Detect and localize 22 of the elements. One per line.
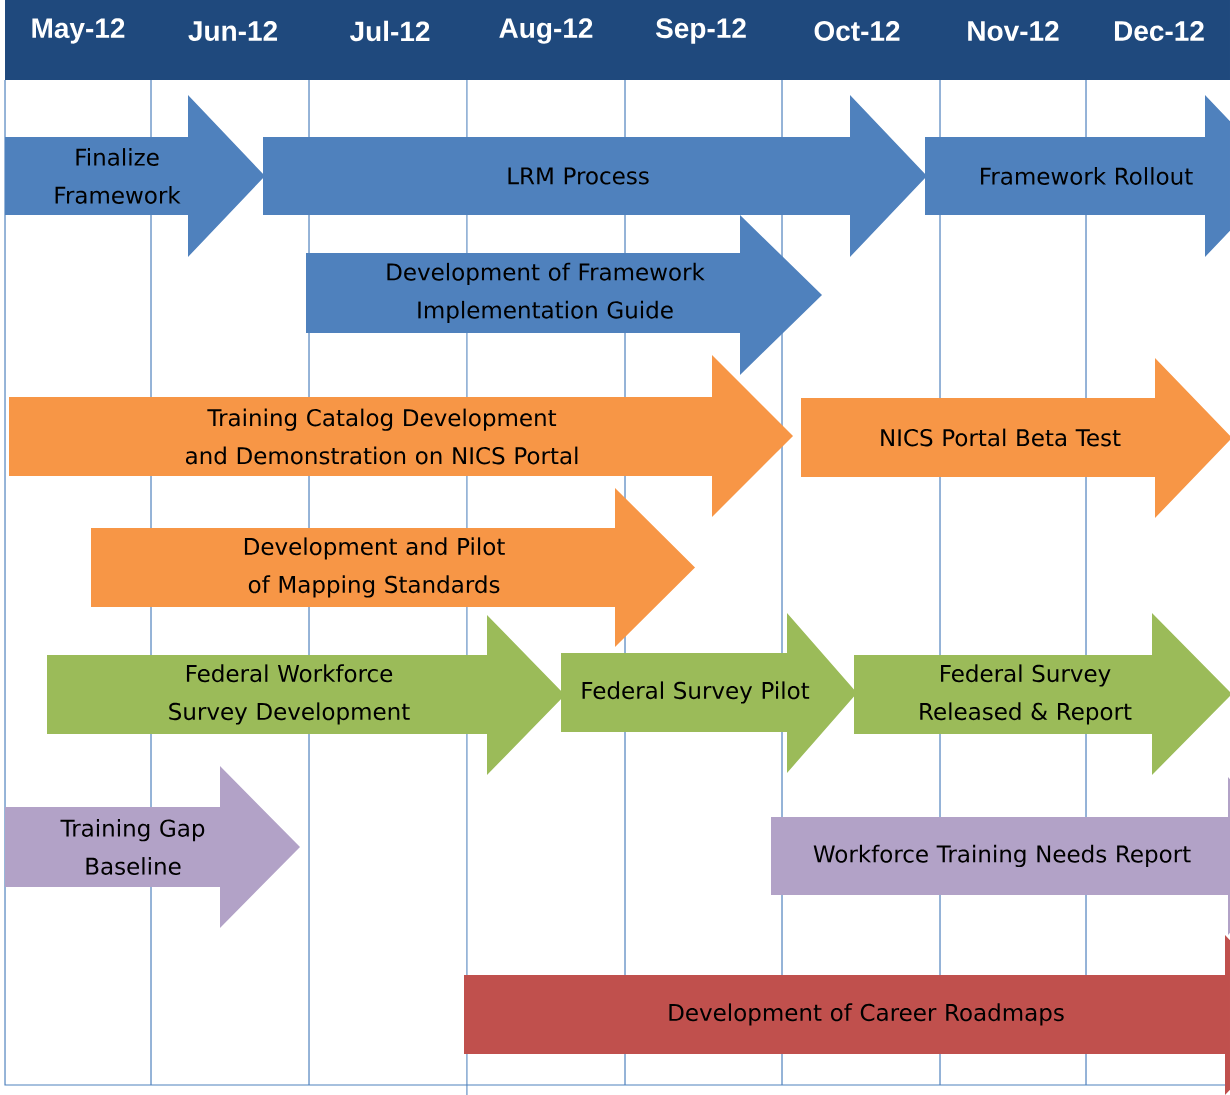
task-bar: LRM Process xyxy=(263,95,927,257)
month-label: Dec-12 xyxy=(1115,21,1204,41)
task-bar: Training Gap Baseline xyxy=(5,766,300,928)
task-bar: Training Catalog Development and Demonstration on NICS Portal xyxy=(9,355,793,517)
node-label: LRM Process xyxy=(508,167,649,185)
task-bar: Development of Career Roadmaps xyxy=(464,935,1230,1095)
month-label: Jul-12 xyxy=(350,20,430,42)
task-bar: Development of Framework Implementation Guide xyxy=(306,215,822,375)
task-bar: Federal Survey Released & Report xyxy=(854,613,1230,775)
task-bar: Federal Survey Pilot xyxy=(561,613,857,773)
task-bar: Federal Workforce Survey Development xyxy=(47,615,565,775)
month-label: May-12 xyxy=(32,18,125,44)
task-bar: Framework Rollout xyxy=(925,95,1230,257)
month-label: Nov-12 xyxy=(968,21,1059,41)
task-bar: Development and Pilot of Mapping Standards xyxy=(91,488,695,647)
month-label: Aug-12 xyxy=(499,18,593,44)
task-bar: Finalize Framework xyxy=(5,95,265,257)
month-label: Oct-12 xyxy=(814,21,900,41)
month-label: Sep-12 xyxy=(655,18,746,44)
task-bar: NICS Portal Beta Test xyxy=(801,358,1230,518)
month-label: Jun-12 xyxy=(188,21,277,41)
task-bar: Workforce Training Needs Report xyxy=(771,777,1230,935)
